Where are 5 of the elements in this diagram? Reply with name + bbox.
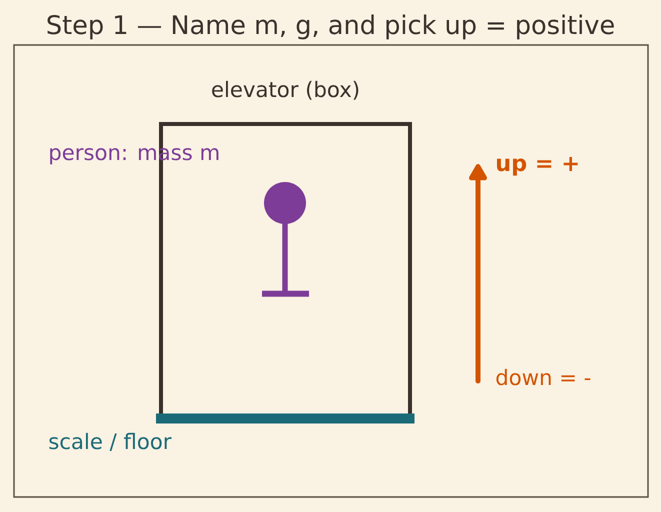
sign-label: up = + [497, 157, 578, 176]
title: Step 1 — Name m, g, and pick up = positive [48, 14, 614, 40]
floor-label: scale / floor [49, 432, 172, 451]
sign-label: down = - [496, 368, 590, 386]
node-label: elevator (box) [212, 80, 358, 100]
